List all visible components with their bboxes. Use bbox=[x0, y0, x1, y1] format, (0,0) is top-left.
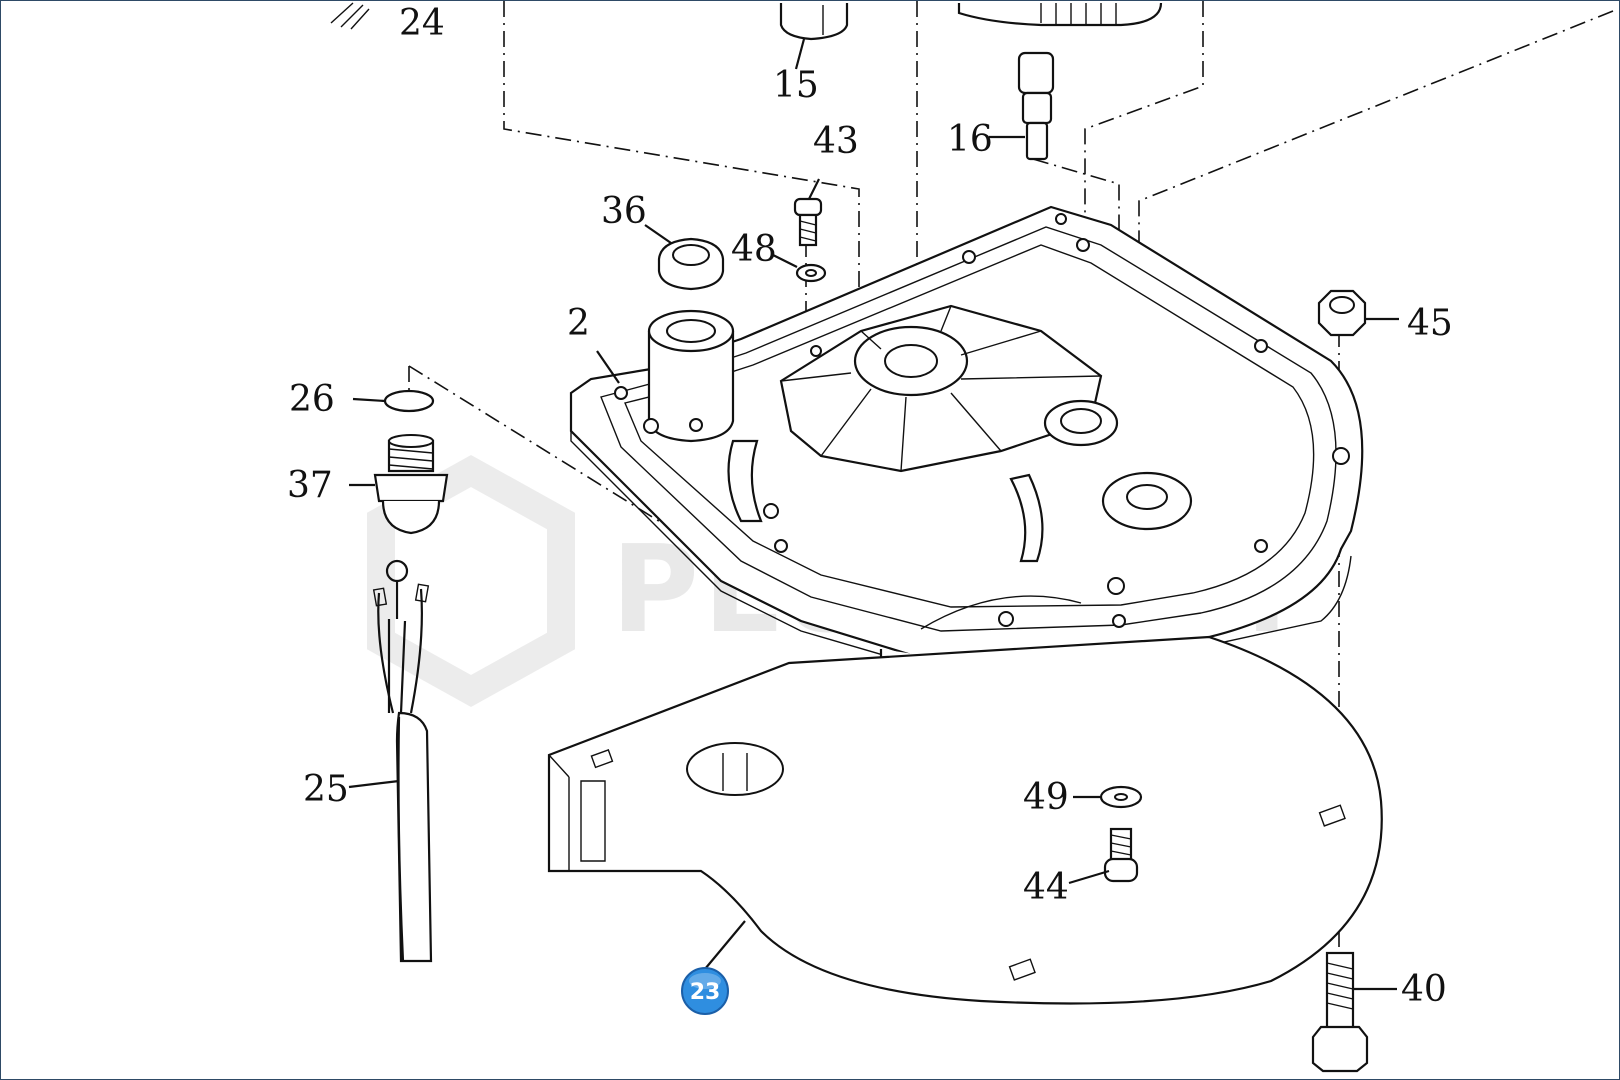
label-part-49: 49 bbox=[1023, 777, 1069, 818]
part-40-bolt bbox=[1311, 951, 1397, 1073]
label-part-15: 15 bbox=[773, 65, 819, 106]
part-37-cable-gland bbox=[349, 434, 449, 535]
part-15-sleeve bbox=[779, 3, 849, 70]
part-23-bracket bbox=[547, 635, 1383, 1005]
part-23-badge[interactable]: 23 bbox=[681, 967, 729, 1015]
part-26-o-ring bbox=[352, 389, 435, 413]
label-part-45: 45 bbox=[1407, 303, 1453, 344]
label-part-2: 2 bbox=[567, 303, 590, 344]
part-45-nut bbox=[1317, 289, 1399, 337]
part-44-screw bbox=[1068, 827, 1139, 885]
label-part-37: 37 bbox=[287, 465, 333, 506]
label-part-26: 26 bbox=[289, 379, 335, 420]
part-24-spring bbox=[330, 2, 370, 30]
label-part-16: 16 bbox=[947, 119, 993, 160]
part-16-pin bbox=[989, 51, 1055, 161]
part-49-washer bbox=[1073, 785, 1143, 809]
label-part-36: 36 bbox=[601, 191, 647, 232]
part-25-cable bbox=[348, 559, 433, 963]
label-part-48: 48 bbox=[731, 229, 777, 270]
label-part-44: 44 bbox=[1023, 867, 1069, 908]
label-part-43: 43 bbox=[813, 121, 859, 162]
part-48-washer bbox=[772, 254, 827, 283]
badge-label-23: 23 bbox=[690, 980, 721, 1005]
part-2-housing-plate bbox=[569, 205, 1364, 704]
part-43-screw bbox=[793, 178, 823, 247]
label-part-24: 24 bbox=[399, 3, 445, 44]
label-part-25: 25 bbox=[303, 769, 349, 810]
leader-part-2 bbox=[596, 350, 620, 384]
worm-shaft bbox=[957, 2, 1163, 27]
label-part-40: 40 bbox=[1401, 969, 1447, 1010]
part-36-seal bbox=[644, 224, 725, 291]
